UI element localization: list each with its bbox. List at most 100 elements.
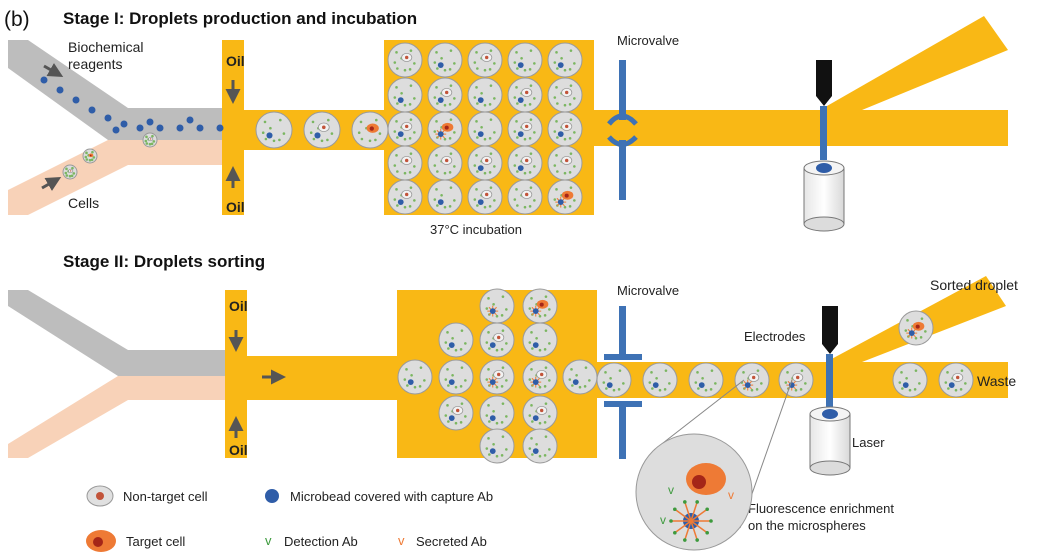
nontarget-nucleus xyxy=(540,408,544,413)
stage2-detector xyxy=(809,306,851,476)
detection-ab-dot xyxy=(946,371,949,374)
detection-ab-dot xyxy=(150,142,154,146)
sort-channel-droplet-4 xyxy=(778,362,814,398)
detection-ab-dot xyxy=(84,155,88,159)
target-nucleus xyxy=(539,302,544,307)
detection-ab-dot xyxy=(543,385,547,388)
detection-ab-dot xyxy=(88,158,92,162)
detection-ab-dot xyxy=(485,341,489,344)
detection-ab-dot xyxy=(947,387,950,390)
detection-ab-dot xyxy=(505,342,508,345)
detection-ab-dot xyxy=(473,96,477,99)
detection-ab-dot xyxy=(480,126,483,129)
detection-ab-dot xyxy=(760,382,763,385)
detection-ab-dot xyxy=(528,378,532,381)
detection-ab-dot xyxy=(493,97,496,100)
detection-ab-dot xyxy=(563,205,567,209)
detection-ab-dot xyxy=(553,61,557,64)
detection-ab-dot xyxy=(71,166,74,170)
detection-ab-dot xyxy=(906,319,909,322)
zoom-spike-tip xyxy=(705,507,709,512)
detection-ab-dot xyxy=(493,165,496,168)
detection-ab-dot xyxy=(145,142,149,145)
stage1-microvalve xyxy=(607,60,638,200)
droplet-body xyxy=(892,362,928,398)
detection-ab-dot xyxy=(408,205,412,208)
sorting-chamber-droplet-5 xyxy=(397,359,433,395)
detection-ab-dot xyxy=(449,186,453,189)
detection-ab-dot xyxy=(513,164,517,167)
detection-ab-dot xyxy=(485,378,489,381)
detection-ab-dot xyxy=(433,130,437,133)
detection-ab-dot xyxy=(553,164,557,167)
detection-ab-dot xyxy=(443,171,447,175)
stage1-electrode-icon xyxy=(816,60,832,106)
detection-ab-dot xyxy=(513,198,517,201)
droplet-body xyxy=(397,359,433,395)
microbead xyxy=(557,62,564,68)
stage2-cell-inlet xyxy=(8,376,228,458)
detection-ab-dot xyxy=(489,84,493,87)
nontarget-nucleus xyxy=(497,372,501,377)
droplet-body xyxy=(688,362,724,398)
enrichment-label-line1: Fluorescence enrichment xyxy=(748,501,894,516)
nontarget-nucleus xyxy=(565,124,569,129)
zoomed-droplet xyxy=(635,433,753,551)
detection-ab-dot xyxy=(492,303,495,306)
detection-ab-dot xyxy=(501,402,505,405)
detection-ab-dot xyxy=(530,368,533,371)
stage1-laser-icon xyxy=(803,167,845,225)
stage2-microvalve-label: Microvalve xyxy=(617,283,679,298)
sorting-chamber-droplet-8 xyxy=(522,359,558,395)
microbead xyxy=(448,415,455,421)
nontarget-nucleus xyxy=(796,375,800,380)
detection-ab-dot xyxy=(419,366,423,369)
microbead xyxy=(314,132,321,139)
incubation-droplet-2-0 xyxy=(387,111,423,147)
droplet-body xyxy=(427,42,463,78)
detection-ab-dot xyxy=(556,102,559,105)
detection-ab-dot xyxy=(393,96,397,99)
detection-ab-dot xyxy=(535,337,538,340)
detection-ab-dot xyxy=(531,453,534,456)
microbead xyxy=(744,382,751,388)
detection-ab-dot xyxy=(515,86,518,89)
detection-ab-dot xyxy=(396,136,399,139)
detection-ab-dot xyxy=(409,84,413,87)
reagent-flow-arrow xyxy=(43,63,64,77)
detection-ab-dot xyxy=(476,136,479,139)
zoom-spike xyxy=(684,501,692,522)
sorting-chamber-droplet-0 xyxy=(479,288,515,324)
zoom-antibody-spikes xyxy=(669,500,713,542)
legend-detection-icon: v xyxy=(265,533,272,548)
sorting-chamber-droplet-10 xyxy=(438,395,474,431)
sorting-chamber-droplet-1 xyxy=(522,288,558,324)
detection-ab-dot xyxy=(395,154,398,157)
droplet-body xyxy=(642,362,678,398)
incubation-droplet-1-2 xyxy=(467,77,503,113)
detection-ab-dot xyxy=(320,139,324,143)
target-nucleus xyxy=(915,324,920,329)
microbead xyxy=(517,165,524,171)
detection-ab-dot xyxy=(563,137,567,141)
detection-ab-dot xyxy=(460,402,464,405)
channel-droplet-0 xyxy=(255,111,293,149)
detection-ab-dot xyxy=(918,382,921,385)
detection-ab-dot xyxy=(413,385,417,389)
detection-ab-dot xyxy=(605,387,608,390)
detection-ab-dot xyxy=(533,131,536,134)
detection-ab-dot xyxy=(704,388,708,392)
detection-ab-dot xyxy=(409,186,413,189)
detection-ab-dot xyxy=(485,447,489,450)
reagent-bead xyxy=(216,124,224,132)
zoom-line-left xyxy=(653,379,745,451)
detection-ab-dot xyxy=(444,341,448,344)
detection-ab-dot xyxy=(435,51,438,54)
detection-ab-dot xyxy=(516,170,519,173)
target-nucleus xyxy=(89,154,92,157)
detection-ab-dot xyxy=(72,172,76,175)
detection-ab-dot xyxy=(544,295,548,298)
detection-ab-dot xyxy=(449,84,453,87)
sorting-chamber-droplet-3 xyxy=(479,322,515,358)
